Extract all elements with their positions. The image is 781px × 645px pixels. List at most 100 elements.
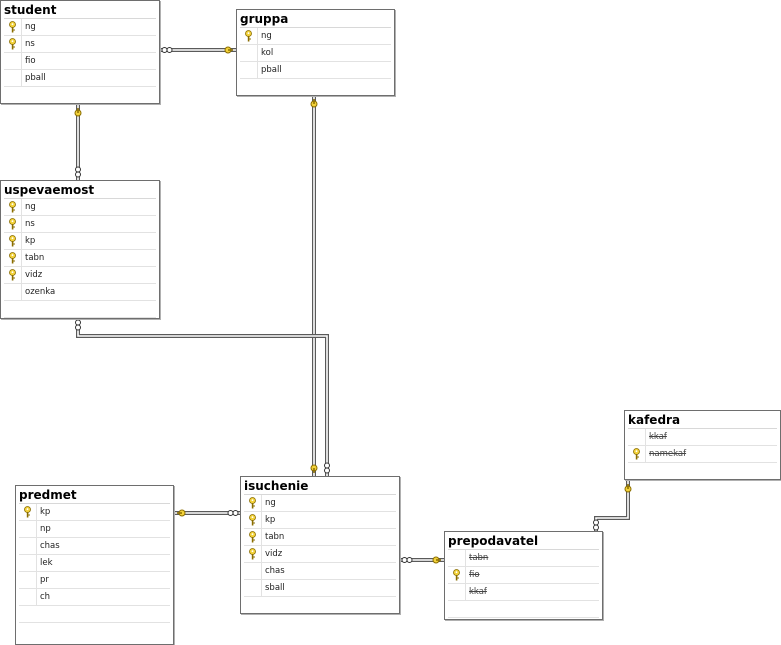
key-cell — [4, 250, 22, 266]
column-row[interactable]: kkaf — [628, 429, 777, 446]
key-cell — [4, 36, 22, 52]
column-name: namekaf — [649, 449, 687, 459]
key-cell — [244, 563, 262, 579]
column-row[interactable]: lek — [19, 555, 170, 572]
column-name: fio — [469, 570, 480, 580]
column-row[interactable]: ng — [244, 495, 396, 512]
rel-uspevaemost-isuchenie — [76, 319, 329, 476]
column-row[interactable]: tabn — [4, 250, 156, 267]
rel-kafedra-prepodavatel — [594, 480, 630, 531]
key-cell — [240, 28, 258, 44]
table-title: prepodavatel — [448, 534, 539, 548]
column-row[interactable]: kp — [4, 233, 156, 250]
one-end-key-icon — [310, 99, 318, 108]
column-name: chas — [40, 541, 60, 551]
column-row[interactable]: fio — [448, 567, 599, 584]
column-name: ns — [25, 39, 35, 49]
column-row[interactable]: kkaf — [448, 584, 599, 601]
key-cell — [4, 233, 22, 249]
key-cell — [4, 267, 22, 283]
key-cell — [244, 529, 262, 545]
many-end-infinity-icon — [227, 510, 239, 516]
table-title: gruppa — [240, 12, 289, 26]
column-row[interactable]: namekaf — [628, 446, 777, 463]
column-row[interactable]: vidz — [244, 546, 396, 563]
column-name: ns — [25, 219, 35, 229]
key-cell — [4, 19, 22, 35]
column-row[interactable]: tabn — [244, 529, 396, 546]
column-row[interactable]: chas — [244, 563, 396, 580]
table-prepodavatel[interactable]: prepodavatel tabn fio kkaf — [444, 531, 603, 620]
table-title: uspevaemost — [4, 183, 95, 197]
column-name: ng — [265, 498, 276, 508]
column-row[interactable]: ng — [240, 28, 391, 45]
column-row[interactable]: pball — [4, 70, 156, 87]
key-cell — [4, 53, 22, 69]
key-cell — [240, 62, 258, 78]
column-row[interactable]: vidz — [4, 267, 156, 284]
empty-row — [4, 301, 156, 318]
column-name: tabn — [25, 253, 45, 263]
many-end-infinity-icon — [593, 519, 599, 531]
column-row[interactable]: sball — [244, 580, 396, 597]
key-cell — [448, 550, 466, 566]
column-row[interactable]: tabn — [448, 550, 599, 567]
many-end-infinity-icon — [324, 462, 330, 474]
empty-row — [244, 597, 396, 613]
column-row[interactable]: ng — [4, 199, 156, 216]
key-cell — [4, 284, 22, 300]
table-title: student — [4, 3, 57, 17]
column-name: kkaf — [469, 587, 487, 597]
key-cell — [4, 199, 22, 215]
one-end-key-icon — [310, 464, 318, 473]
empty-row — [4, 87, 156, 103]
key-cell — [244, 495, 262, 511]
column-row[interactable]: kol — [240, 45, 391, 62]
many-end-infinity-icon — [401, 557, 413, 563]
column-row[interactable]: ozenka — [4, 284, 156, 301]
column-row[interactable]: kp — [244, 512, 396, 529]
column-row[interactable]: kp — [19, 504, 170, 521]
key-cell — [628, 429, 646, 445]
column-row[interactable]: fio — [4, 53, 156, 70]
table-predmet[interactable]: predmet kp np chas lek pr ch — [15, 485, 174, 645]
key-cell — [4, 70, 22, 86]
one-end-key-icon — [224, 46, 233, 54]
key-cell — [19, 589, 37, 605]
key-cell — [244, 546, 262, 562]
column-name: kp — [265, 515, 276, 525]
column-row[interactable]: ch — [19, 589, 170, 606]
key-cell — [244, 512, 262, 528]
one-end-key-icon — [432, 556, 441, 564]
column-row[interactable]: ng — [4, 19, 156, 36]
column-row[interactable]: np — [19, 521, 170, 538]
column-row[interactable]: pball — [240, 62, 391, 79]
key-cell — [240, 45, 258, 61]
column-name: tabn — [265, 532, 285, 542]
column-grid: kp np chas lek pr ch — [19, 503, 170, 640]
column-name: pr — [40, 575, 49, 585]
many-end-infinity-icon — [161, 47, 173, 53]
column-row[interactable]: chas — [19, 538, 170, 555]
column-name: np — [40, 524, 51, 534]
many-end-infinity-icon — [75, 319, 81, 331]
empty-row — [448, 601, 599, 618]
table-title: predmet — [19, 488, 77, 502]
key-cell — [19, 572, 37, 588]
key-cell — [19, 504, 37, 520]
key-cell — [448, 584, 466, 600]
column-row[interactable]: ns — [4, 36, 156, 53]
key-cell — [19, 538, 37, 554]
column-row[interactable]: ns — [4, 216, 156, 233]
column-row[interactable]: pr — [19, 572, 170, 589]
table-title: isuchenie — [244, 479, 309, 493]
empty-row — [240, 79, 391, 95]
